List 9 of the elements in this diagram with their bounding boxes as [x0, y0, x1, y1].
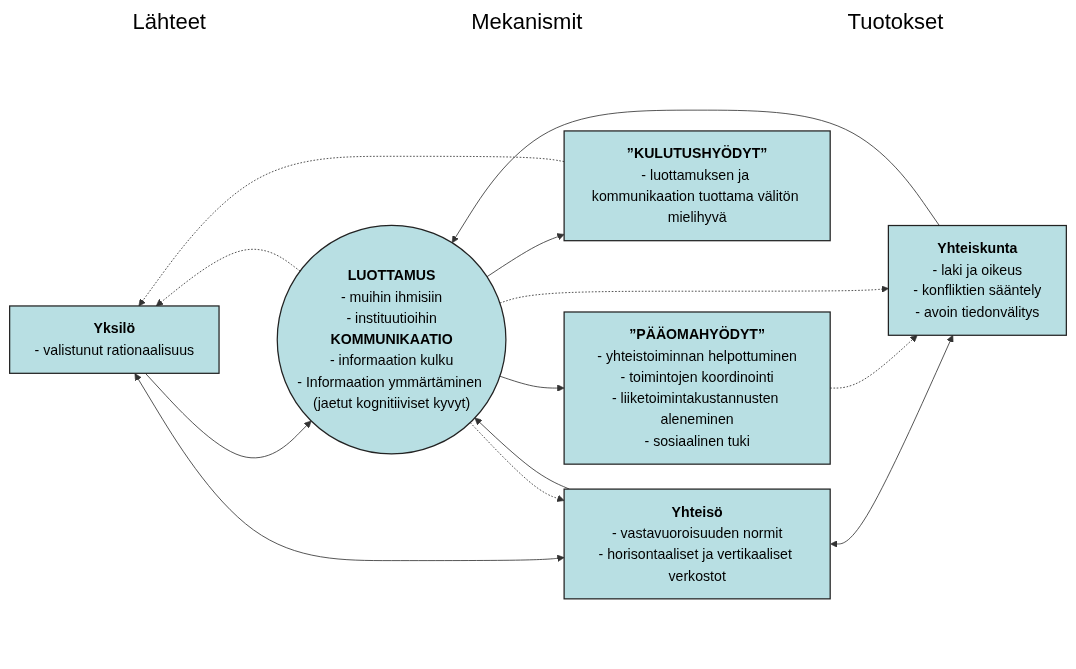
- node-box: Yhteisö - vastavuoroisuuden normit - horisontaaliset ja vertikaaliset verkostot: [563, 487, 831, 599]
- column-heading: Mekanismit: [471, 9, 583, 35]
- node-box: Yhteiskunta - laki ja oikeus - konfliktien sääntely - avoin tiedonvälitys: [887, 224, 1067, 336]
- node-box: Yksilö - valistunut rationaalisuus: [9, 304, 220, 374]
- column-heading: Tuotokset: [847, 9, 944, 35]
- column-heading: Lähteet: [132, 9, 206, 35]
- node-box: ”PÄÄOMAHYÖDYT” - yhteistoiminnan helpottuminen - toimintojen koordinointi - liiketoimintakustannusten aleneminen - sosiaalinen tuki: [563, 310, 831, 465]
- node-circle: LUOTTAMUS - muihin ihmisiin - instituutioihin KOMMUNIKAATIO - informaation kulku - Informaation ymmärtäminen (jaetut kognitiiviset kyvyt): [276, 224, 507, 455]
- node-box: ”KULUTUSHYÖDYT” - luottamuksen ja kommunikaation tuottama välitön mielihyvä: [563, 129, 831, 241]
